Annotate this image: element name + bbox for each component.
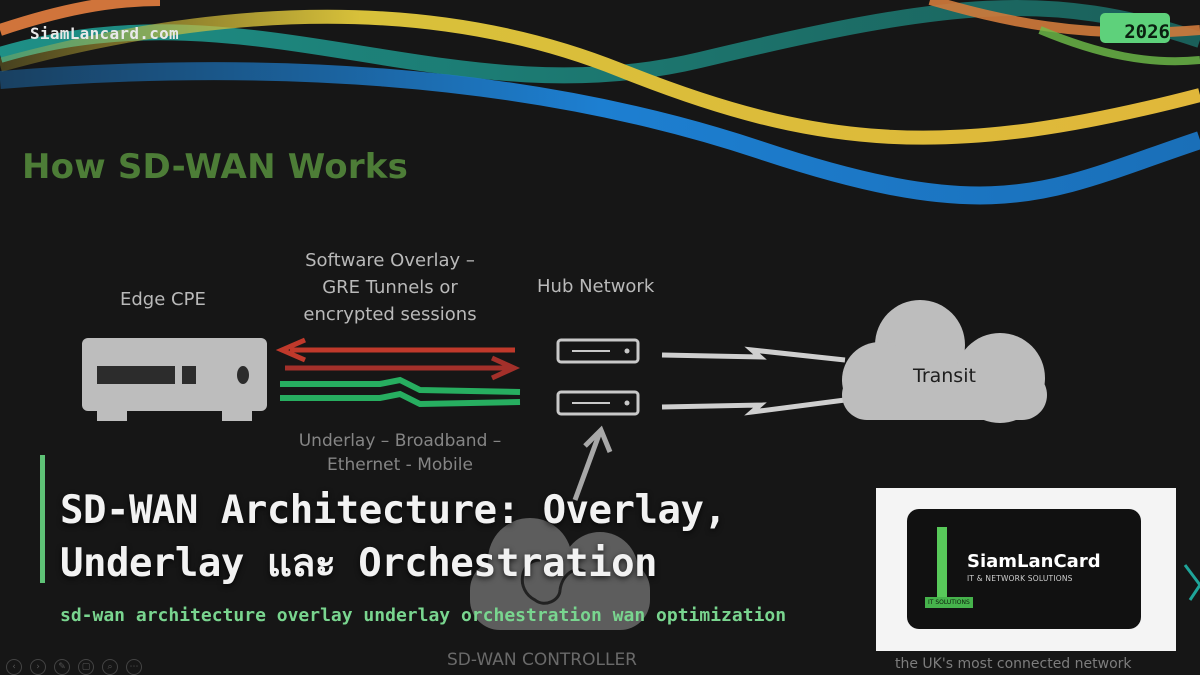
hub-devices	[556, 338, 640, 416]
more-icon[interactable]: ⋯	[126, 659, 142, 675]
hub-network-label: Hub Network	[537, 276, 655, 297]
edge-cpe-label: Edge CPE	[120, 289, 206, 310]
pen-icon[interactable]: ✎	[54, 659, 70, 675]
slide-title: How SD-WAN Works	[22, 147, 409, 187]
overlay-arrows	[275, 337, 521, 381]
slides-icon[interactable]: ▢	[78, 659, 94, 675]
slide-controls: ‹ › ✎ ▢ ⌕ ⋯	[6, 654, 150, 675]
ribbon-blue	[0, 62, 1200, 205]
controller-arrow	[572, 425, 613, 501]
edge-arrow	[1183, 564, 1200, 601]
year-badge: 2026	[1100, 13, 1170, 43]
transit-label: Transit	[913, 365, 976, 387]
zoom-icon[interactable]: ⌕	[102, 659, 118, 675]
overlay-label: Software Overlay – GRE Tunnels or encryp…	[290, 247, 490, 328]
overlay-label-line1: Software Overlay –	[305, 250, 475, 271]
logo-name: SiamLanCard	[967, 551, 1101, 572]
logo-subtitle: IT & NETWORK SOLUTIONS	[967, 574, 1073, 583]
ribbon-yellow	[0, 9, 1200, 145]
headline-accent-bar	[40, 455, 45, 583]
controller-label: SD-WAN CONTROLLER	[447, 650, 637, 670]
underlay-label-line2: Ethernet - Mobile	[327, 455, 473, 475]
ribbon-orange	[0, 0, 161, 36]
underlay-lines	[280, 376, 521, 408]
site-name[interactable]: SiamLancard.com	[30, 24, 179, 43]
headline: SD-WAN Architecture: Overlay, Underlay แ…	[60, 484, 727, 590]
ribbon-green-right	[1038, 26, 1200, 66]
tag-line: sd-wan architecture overlay underlay orc…	[60, 605, 787, 626]
prev-icon[interactable]: ‹	[6, 659, 22, 675]
logo-box: IT SOLUTIONS SiamLanCard IT & NETWORK SO…	[876, 488, 1176, 651]
ribbon-teal	[0, 0, 1200, 84]
headline-line2: Underlay และ Orchestration	[60, 541, 658, 586]
year-badge-text: 2026	[1124, 21, 1170, 43]
brain-icon	[520, 558, 586, 605]
logo-badge: IT SOLUTIONS	[925, 597, 973, 608]
footer-tagline: the UK's most connected network	[895, 656, 1132, 672]
underlay-label: Underlay – Broadband – Ethernet - Mobile	[290, 429, 510, 477]
transit-cloud	[842, 300, 1047, 423]
underlay-label-line1: Underlay – Broadband –	[298, 431, 502, 451]
logo-stem	[937, 527, 947, 599]
siamlancard-logo: IT SOLUTIONS SiamLanCard IT & NETWORK SO…	[907, 509, 1141, 629]
link-top	[661, 346, 846, 363]
edge-cpe-device	[82, 338, 267, 421]
overlay-label-line2: GRE Tunnels or	[322, 277, 458, 298]
overlay-label-line3: encrypted sessions	[303, 304, 477, 325]
next-icon[interactable]: ›	[30, 659, 46, 675]
link-bottom	[661, 397, 846, 416]
headline-line1: SD-WAN Architecture: Overlay,	[60, 488, 727, 533]
